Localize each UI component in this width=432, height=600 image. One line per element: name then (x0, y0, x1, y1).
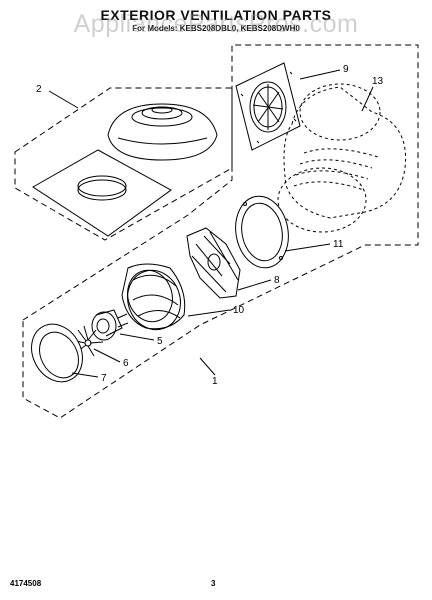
flanged-ring-part (235, 195, 289, 269)
flashing-plate-part (32, 149, 172, 237)
callout-9: 9 (343, 64, 349, 75)
leader-10 (187, 309, 231, 317)
motor-part (91, 309, 129, 341)
leader-11 (284, 243, 331, 252)
callout-7: 7 (101, 373, 107, 384)
leader-13 (361, 86, 374, 112)
callout-1: 1 (212, 376, 218, 387)
leader-5 (119, 333, 155, 341)
roof-cap-part (107, 103, 218, 161)
leader-6 (93, 348, 121, 363)
leader-1 (199, 357, 216, 376)
diagram-title: EXTERIOR VENTILATION PARTS (100, 7, 332, 23)
callout-2: 2 (36, 84, 42, 95)
model-list: For Models: KEBS208DBL0, KEBS208DWH0 (132, 24, 300, 33)
leader-9 (299, 69, 341, 80)
doc-number: 4174508 (10, 579, 42, 588)
cover-plate-part (31, 323, 83, 383)
callout-5: 5 (157, 336, 163, 347)
assembly-1-boundary (22, 44, 419, 419)
leader-7 (71, 372, 99, 378)
callout-13: 13 (372, 76, 384, 87)
fan-housing-part (121, 263, 186, 331)
leader-8 (237, 279, 272, 291)
callout-10: 10 (233, 305, 245, 316)
callout-6: 6 (123, 358, 129, 369)
flexible-duct-part (277, 83, 407, 233)
leader-2 (48, 90, 79, 109)
exterior-grille-part (235, 62, 301, 151)
callout-8: 8 (274, 275, 280, 286)
callout-11: 11 (333, 239, 344, 250)
page-number: 3 (211, 579, 216, 588)
assembly-2-boundary (14, 87, 233, 241)
fan-blade-part (186, 227, 241, 299)
